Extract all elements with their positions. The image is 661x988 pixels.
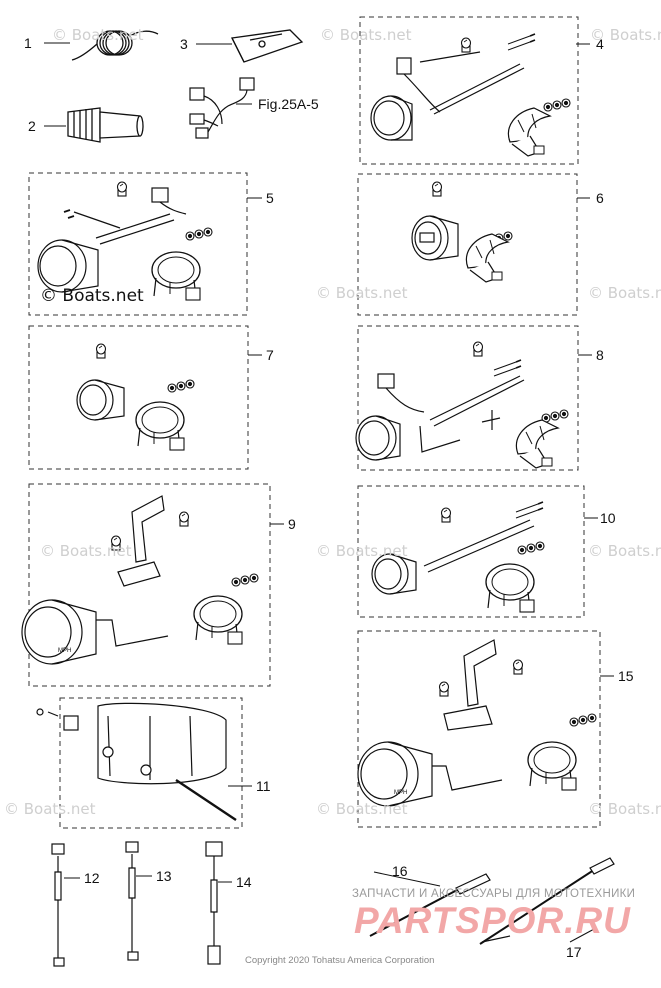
gauge-unit-9: MPH [58, 648, 71, 654]
group-box-11 [59, 697, 243, 829]
watermark: © Boats.net [316, 800, 408, 818]
callout-1: 1 [24, 35, 32, 51]
part-16-cable [369, 873, 491, 937]
part-1-coil [71, 30, 159, 61]
callout-17: 17 [566, 944, 582, 960]
part-3-pouch [231, 29, 304, 63]
callout-7: 7 [266, 347, 274, 363]
callout-15: 15 [618, 668, 634, 684]
watermark: © Boats.net [52, 26, 144, 44]
part-12-lead [51, 843, 65, 967]
group-4-parts [370, 33, 571, 157]
callout-labels: 1 2 3 4 5 6 7 8 9 10 11 12 13 14 15 16 1… [24, 35, 634, 960]
group-9-parts [21, 495, 259, 665]
watermark: © Boats.net [588, 284, 661, 302]
group-box-6 [357, 173, 578, 316]
callout-11: 11 [256, 778, 271, 794]
callout-6: 6 [596, 190, 604, 206]
watermark: © Boats.net [316, 284, 408, 302]
watermark: © Boats.net [588, 800, 661, 818]
part-2-hose-coupler [67, 107, 144, 143]
group-10-parts [371, 501, 545, 613]
fig-harness [189, 77, 255, 139]
callout-12: 12 [84, 870, 100, 886]
callout-14: 14 [236, 874, 252, 890]
callout-13: 13 [156, 868, 172, 884]
callout-10: 10 [600, 510, 616, 526]
group-box-15 [357, 630, 601, 828]
ru-caption: ЗАПЧАСТИ И АКСЕССУАРЫ ДЛЯ МОТОТЕХНИКИ [352, 888, 636, 900]
part-17-cable [479, 857, 615, 945]
leader-lines [44, 42, 614, 943]
callout-3: 3 [180, 36, 188, 52]
gauge-unit-labels: MPH MPH [58, 648, 407, 796]
copyright: Copyright 2020 Tohatsu America Corporati… [245, 955, 435, 966]
callout-2: 2 [28, 118, 36, 134]
figure-reference: Fig.25A-5 [258, 96, 319, 112]
group-box-10 [357, 485, 585, 618]
watermark: © Boats.net [320, 26, 412, 44]
callout-5: 5 [266, 190, 274, 206]
watermark: © Boats.net [4, 800, 96, 818]
part-11-cable [36, 702, 237, 821]
callout-4: 4 [596, 36, 604, 52]
group-8-parts [355, 341, 569, 469]
group-box-4 [359, 16, 579, 165]
group-box-9 [28, 483, 271, 687]
watermark: © Boats.net [316, 542, 408, 560]
watermark: © Boats.net [588, 542, 661, 560]
group-15-parts [357, 639, 597, 807]
part-14-lead [205, 841, 223, 965]
group-box-7 [28, 325, 249, 470]
callout-8: 8 [596, 347, 604, 363]
watermark-prominent: © Boats.net [40, 286, 144, 306]
group-5-parts [37, 181, 213, 301]
gauge-unit-15: MPH [394, 790, 407, 796]
callout-9: 9 [288, 516, 296, 532]
group-box-5 [28, 172, 248, 316]
part-13-lead [125, 841, 139, 961]
ru-brand: PARTSPOR.RU [354, 900, 631, 941]
callout-16: 16 [392, 863, 408, 879]
group-box-8 [357, 325, 579, 471]
watermark: © Boats.net [590, 26, 661, 44]
watermark: © Boats.net [40, 542, 132, 560]
group-7-parts [76, 343, 195, 451]
group-6-parts [411, 181, 513, 283]
